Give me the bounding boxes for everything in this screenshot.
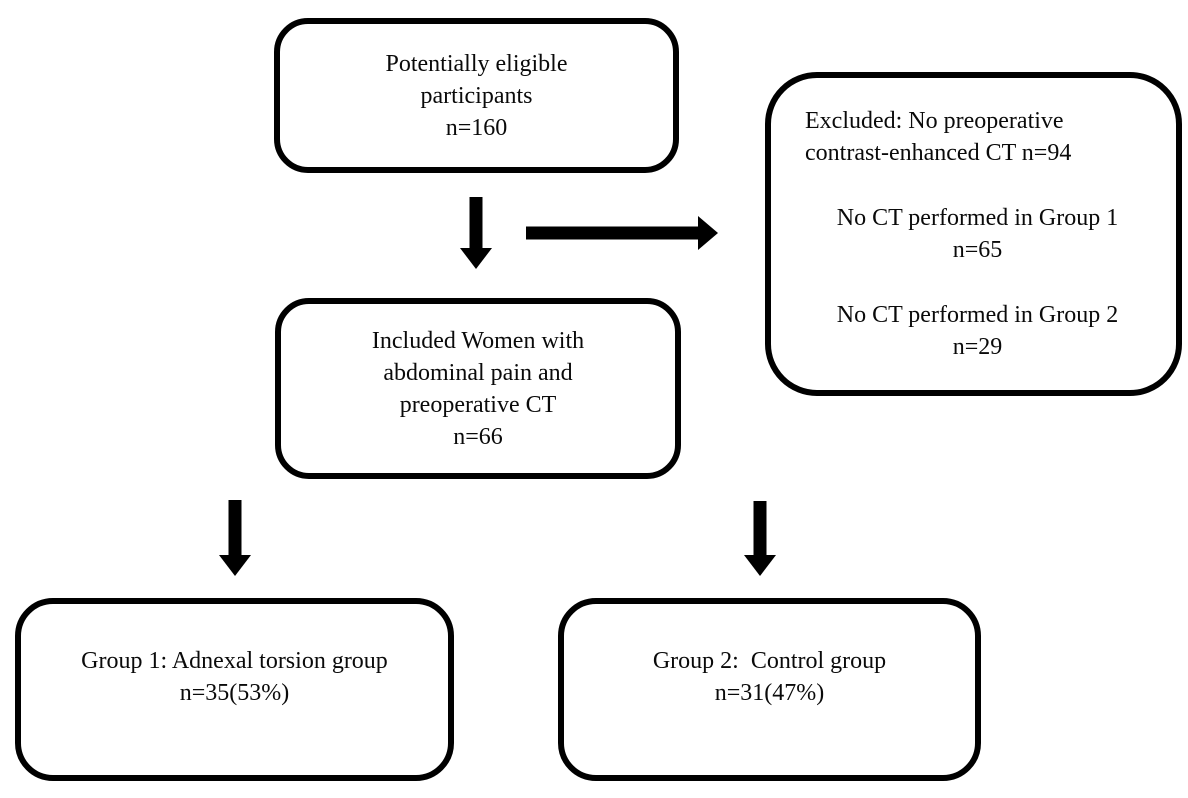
box-line: Potentially eligible <box>385 50 568 77</box>
box-line: n=35(53%) <box>179 679 290 706</box>
arrow-shaft <box>753 501 767 556</box>
arrow-right-icon <box>526 216 718 250</box>
excluded-paragraph-3: No CT performed in Group 2 n=29 <box>805 299 1150 363</box>
arrow-head <box>744 555 776 576</box>
box-line: Group 1: Adnexal torsion group <box>81 647 388 674</box>
arrow-shaft <box>526 226 699 240</box>
arrow-down-icon <box>744 501 776 576</box>
box-line: Excluded: No preoperative <box>805 108 1064 134</box>
box-line: preoperative CT <box>399 391 557 418</box>
box-line: n=31(47%) <box>714 679 825 706</box>
excluded-paragraph-2: No CT performed in Group 1 n=65 <box>805 202 1150 266</box>
box-group1-adnexal-torsion: Group 1: Adnexal torsion group n=35(53%) <box>15 598 454 781</box>
box-line: n=65 <box>952 237 1003 263</box>
box-line: No CT performed in Group 2 <box>836 302 1119 328</box>
box-line: abdominal pain and <box>383 359 573 386</box>
arrow-head <box>698 216 718 250</box>
excluded-paragraph-1: Excluded: No preoperative contrast-enhan… <box>805 105 1150 169</box>
arrow-down-icon <box>460 197 492 269</box>
box-line: participants <box>420 82 533 109</box>
arrow-head <box>219 555 251 576</box>
box-line: Included Women with <box>371 327 585 354</box>
arrow-shaft <box>228 500 242 556</box>
box-line: n=160 <box>445 114 508 141</box>
box-line: n=29 <box>952 334 1003 360</box>
box-line: No CT performed in Group 1 <box>836 205 1119 231</box>
box-group2-control: Group 2: Control group n=31(47%) <box>558 598 981 781</box>
arrow-shaft <box>469 197 483 249</box>
box-line: Group 2: Control group <box>652 647 887 674</box>
box-line: contrast-enhanced CT n=94 <box>805 140 1072 166</box>
arrow-down-icon <box>219 500 251 576</box>
arrow-head <box>460 248 492 269</box>
box-included: Included Women with abdominal pain and p… <box>275 298 681 479</box>
box-excluded: Excluded: No preoperative contrast-enhan… <box>765 72 1182 396</box>
box-potentially-eligible: Potentially eligible participants n=160 <box>274 18 679 173</box>
box-line: n=66 <box>453 423 503 450</box>
